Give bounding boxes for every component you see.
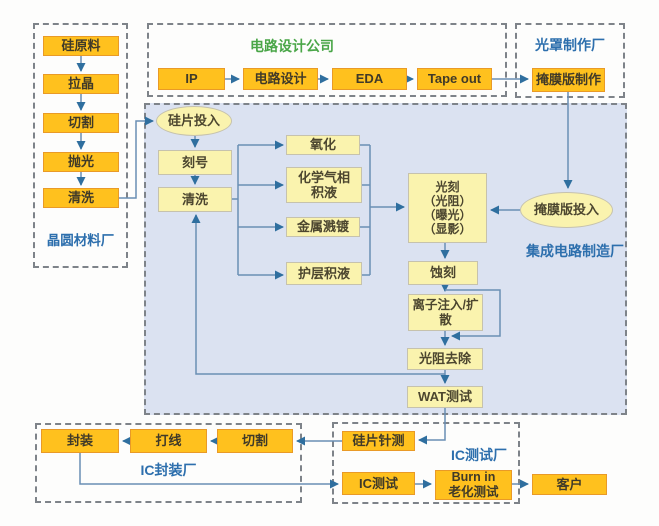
node-passivation: 护层积液: [286, 262, 362, 285]
region-circuit-design-company: [147, 23, 507, 97]
node-mask-input: 掩膜版投入: [520, 192, 613, 228]
node-cleaning: 清洗: [43, 188, 119, 208]
arrow-clean-to-wafer-input: [119, 116, 154, 199]
node-burn-in: Burn in 老化测试: [435, 470, 512, 500]
bus-right: [360, 144, 371, 276]
label-wafer-material-factory: 晶圆材料厂: [46, 233, 115, 248]
label-circuit-design-company: 电路设计公司: [250, 38, 334, 54]
region-ic-packaging-factory: [35, 423, 302, 503]
node-package: 封装: [41, 429, 119, 453]
node-eda: EDA: [332, 68, 407, 90]
node-wafer-input: 硅片投入: [156, 106, 232, 136]
label-ic-packaging-factory: IC封装厂: [140, 462, 197, 478]
node-silicon-raw-material: 硅原料: [43, 36, 119, 56]
node-engrave-id: 刻号: [158, 150, 232, 175]
node-wire-bond: 打线: [130, 429, 207, 453]
node-ion-implant: 离子注入/扩 散: [408, 294, 483, 331]
node-lithography: 光刻 （光阻） （曝光） （显影）: [408, 173, 487, 243]
node-ip: IP: [158, 68, 225, 90]
arrow-wat-to-probe: [418, 408, 446, 445]
node-metal-sputter: 金属溅镀: [286, 217, 360, 237]
bus-left: [232, 145, 239, 275]
node-crystal-pulling: 拉晶: [43, 74, 119, 94]
node-cvd: 化学气相 积液: [286, 167, 362, 203]
region-wafer-material-factory: [33, 23, 128, 268]
node-polishing: 抛光: [43, 152, 119, 172]
node-tape-out: Tape out: [417, 68, 492, 90]
node-customer: 客户: [532, 474, 607, 495]
arrow-implant-bypass: [445, 289, 501, 341]
node-ingot-slicing: 切割: [43, 113, 119, 133]
region-ic-test-factory: [332, 422, 520, 504]
node-ic-test: IC测试: [342, 472, 415, 495]
node-mask-making: 掩膜版制作: [532, 68, 605, 92]
node-wafer-probe: 硅片针测: [342, 431, 415, 451]
node-fab-clean: 清洗: [158, 187, 232, 212]
label-ic-fab: 集成电路制造厂: [526, 243, 624, 259]
node-resist-strip: 光阻去除: [407, 348, 483, 370]
node-oxidation: 氧化: [286, 135, 360, 155]
node-etch: 蚀刻: [408, 261, 478, 285]
label-mask-making-factory: 光罩制作厂: [535, 37, 605, 53]
node-dice: 切割: [217, 429, 293, 453]
region-mask-making-factory: [515, 23, 625, 98]
node-circuit-design: 电路设计: [243, 68, 318, 90]
label-ic-test-factory: IC测试厂: [451, 447, 507, 463]
arrow-loop-back-to-clean: [191, 214, 445, 375]
arrow-package-to-ictest: [79, 453, 339, 489]
node-wat-test: WAT测试: [407, 386, 483, 408]
